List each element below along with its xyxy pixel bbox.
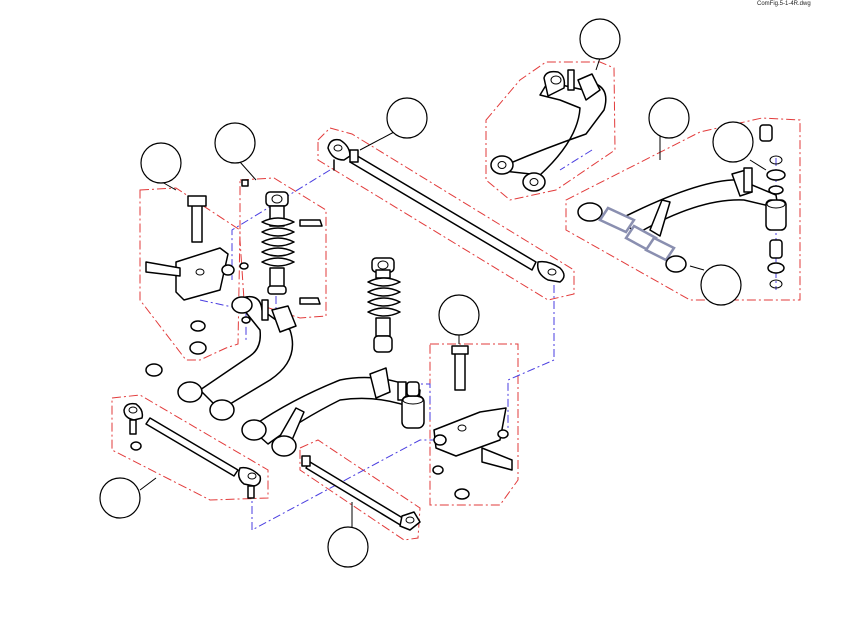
path-tie-rod-to-arm [231,169,331,280]
path-tie-rod-end [507,285,555,430]
outline-long-bolt [299,439,421,541]
long-bolt [301,455,421,531]
callouts [99,18,767,568]
outline-spindle-left [139,187,241,361]
callout-spindle-right [438,294,480,336]
tie-rod-lower [123,402,262,499]
tie-rod-upper [327,138,565,283]
spindle-left [145,195,251,355]
callout-bushing-set [648,97,690,139]
callout-bushing-stack [712,121,754,163]
outline-shock-assembly [239,177,327,319]
right-a-arm-bushing-kit [577,124,787,289]
callout-right-arm-bushing [700,264,742,306]
shock-absorber-center [367,257,401,353]
callout-top-right-arm [579,18,621,60]
lower-arm-right [241,367,425,457]
callout-tie-rod-lower [99,477,141,519]
lower-arm-left [145,295,297,421]
callout-bolt [327,526,369,568]
outline-upper-right-arm [485,61,616,201]
upper-right-a-arm [490,69,607,192]
path-spindle-to-arm [199,299,247,340]
spindle-right [432,345,513,500]
figure-file-label: ComFig.5-1-4R.dwg [757,1,811,7]
callout-tie-rod-upper [386,97,428,139]
outline-tie-rod-upper [317,127,575,301]
assembly-outlines [111,61,801,541]
shock-absorber-left [241,179,323,305]
callout-spindle-left [140,142,182,184]
outline-spindle-right [429,343,519,506]
path-right-arm-bushing [559,149,593,171]
outline-tie-rod-lower [111,394,269,501]
callout-shock-left [214,122,256,164]
